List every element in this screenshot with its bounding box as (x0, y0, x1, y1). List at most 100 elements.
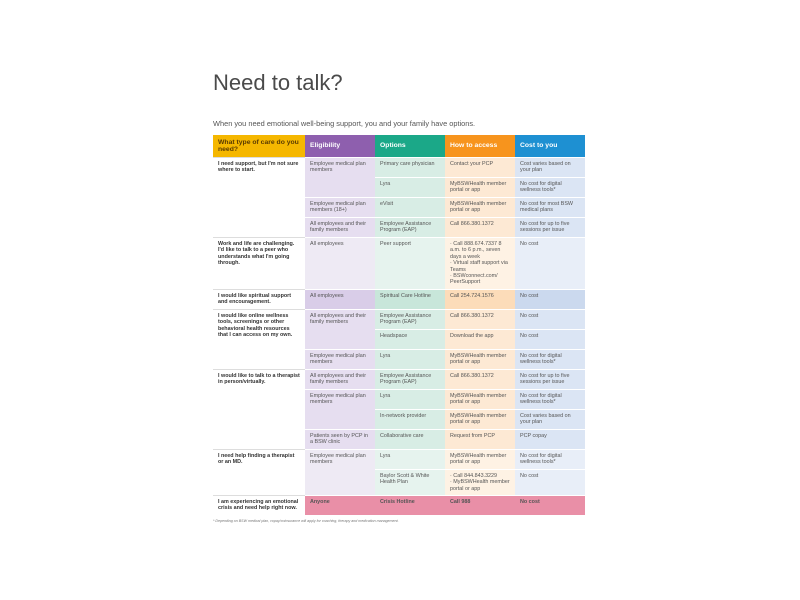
table-row: I need support, but I'm not sure where t… (213, 157, 585, 238)
option-cell: Lyra (375, 388, 445, 410)
cost-cell: Cost varies based on your plan (515, 408, 585, 430)
care-question: I would like to talk to a therapist in p… (213, 368, 305, 450)
eligibility-cell: All employees (305, 237, 375, 290)
cost-cell: No cost (515, 237, 585, 290)
care-question: I would like spiritual support and encou… (213, 288, 305, 310)
cost-cell: No cost for up to five sessions per issu… (515, 217, 585, 238)
eligibility-cell: All employees and their family members (305, 368, 375, 390)
care-options-table: What type of care do you need?Eligibilit… (213, 135, 585, 516)
table-row: Employee medical plan members (18+)eVisi… (213, 197, 585, 218)
access-item: MyBSWHealth member portal or app (450, 479, 510, 492)
access-item: Call 844.843.3229 (450, 473, 510, 479)
eligibility-cell: Anyone (305, 495, 375, 516)
cost-cell: No cost for most BSW medical plans (515, 197, 585, 218)
header-how-to-access: How to access (445, 135, 515, 158)
cost-cell: No cost for digital wellness tools* (515, 177, 585, 198)
option-cell: Baylor Scott & White Health Plan (375, 468, 445, 496)
access-cell: MyBSWHealth member portal or app (445, 448, 515, 470)
option-cell: Employee Assistance Program (EAP) (375, 308, 445, 330)
access-cell: Contact your PCP (445, 157, 515, 178)
care-question: Work and life are challenging. I'd like … (213, 237, 305, 290)
access-cell: Call 844.843.3229MyBSWHealth member port… (445, 468, 515, 496)
cost-cell: No cost (515, 288, 585, 310)
access-cell: Call 866.380.1372 (445, 308, 515, 330)
table-row: I would like to talk to a therapist in p… (213, 368, 585, 450)
option-cell: In-network provider (375, 408, 445, 430)
cost-cell: No cost for digital wellness tools* (515, 448, 585, 470)
table-row: I am experiencing an emotional crisis an… (213, 495, 585, 516)
eligibility-cell: Employee medical plan members (305, 388, 375, 430)
header-eligibility: Eligibility (305, 135, 375, 158)
table-header-row: What type of care do you need?Eligibilit… (213, 135, 585, 158)
eligibility-cell: All employees (305, 288, 375, 310)
cost-cell: No cost (515, 468, 585, 496)
access-item: BSWconnect.com/ PeerSupport (450, 273, 510, 286)
access-cell: Call 254.724.1576 (445, 288, 515, 310)
access-cell: MyBSWHealth member portal or app (445, 348, 515, 370)
access-list: Call 844.843.3229MyBSWHealth member port… (450, 473, 510, 492)
access-cell: Download the app (445, 328, 515, 350)
access-cell: Call 888.674.7337 8 a.m. to 6 p.m., seve… (445, 237, 515, 290)
table-row: I would like online wellness tools, scre… (213, 308, 585, 370)
access-item: Call 888.674.7337 8 a.m. to 6 p.m., seve… (450, 241, 510, 260)
table-row: I would like spiritual support and encou… (213, 288, 585, 310)
table-row: Work and life are challenging. I'd like … (213, 237, 585, 290)
eligibility-cell: Patients seen by PCP in a BSW clinic (305, 428, 375, 450)
access-cell: Call 866.380.1372 (445, 217, 515, 238)
cost-cell: No cost (515, 495, 585, 516)
option-cell: Employee Assistance Program (EAP) (375, 217, 445, 238)
option-cell: Lyra (375, 177, 445, 198)
cost-cell: No cost (515, 328, 585, 350)
cost-cell: Cost varies based on your plan (515, 157, 585, 178)
page-title: Need to talk? (213, 70, 343, 95)
footnote: * Depending on BSW medical plan, copay/c… (213, 519, 399, 523)
header-options: Options (375, 135, 445, 158)
access-cell: Call 988 (445, 495, 515, 516)
option-cell: Crisis Hotline (375, 495, 445, 516)
eligibility-cell: Employee medical plan members (305, 348, 375, 370)
access-cell: Request from PCP (445, 428, 515, 450)
cost-cell: PCP copay (515, 428, 585, 450)
care-question: I am experiencing an emotional crisis an… (213, 495, 305, 516)
table-row: I need help finding a therapist or an MD… (213, 448, 585, 496)
cost-cell: No cost for up to five sessions per issu… (515, 368, 585, 390)
access-cell: MyBSWHealth member portal or app (445, 197, 515, 218)
option-cell: Peer support (375, 237, 445, 290)
access-cell: MyBSWHealth member portal or app (445, 177, 515, 198)
eligibility-cell: All employees and their family members (305, 217, 375, 238)
cost-cell: No cost for digital wellness tools* (515, 348, 585, 370)
care-question: I need support, but I'm not sure where t… (213, 157, 305, 238)
option-cell: Primary care physician (375, 157, 445, 178)
access-cell: MyBSWHealth member portal or app (445, 388, 515, 410)
access-list: Call 888.674.7337 8 a.m. to 6 p.m., seve… (450, 241, 510, 286)
option-cell: eVisit (375, 197, 445, 218)
header-care-type: What type of care do you need? (213, 135, 305, 158)
option-cell: Headspace (375, 328, 445, 350)
option-cell: Lyra (375, 348, 445, 370)
option-cell: Spiritual Care Hotline (375, 288, 445, 310)
page-subtitle: When you need emotional well-being suppo… (213, 119, 476, 128)
header-cost: Cost to you (515, 135, 585, 158)
cost-cell: No cost (515, 308, 585, 330)
option-cell: Collaborative care (375, 428, 445, 450)
eligibility-cell: All employees and their family members (305, 308, 375, 350)
table-row: Baylor Scott & White Health Plan Call 844… (213, 468, 585, 496)
option-cell: Employee Assistance Program (EAP) (375, 368, 445, 390)
access-cell: Call 866.380.1372 (445, 368, 515, 390)
option-cell: Lyra (375, 448, 445, 470)
care-question: I need help finding a therapist or an MD… (213, 448, 305, 496)
eligibility-cell: Employee medical plan members (305, 157, 375, 198)
access-cell: MyBSWHealth member portal or app (445, 408, 515, 430)
access-item: Virtual staff support via Teams (450, 260, 510, 273)
cost-cell: No cost for digital wellness tools* (515, 388, 585, 410)
care-question: I would like online wellness tools, scre… (213, 308, 305, 370)
eligibility-cell: Employee medical plan members (305, 448, 375, 496)
eligibility-cell: Employee medical plan members (18+) (305, 197, 375, 218)
